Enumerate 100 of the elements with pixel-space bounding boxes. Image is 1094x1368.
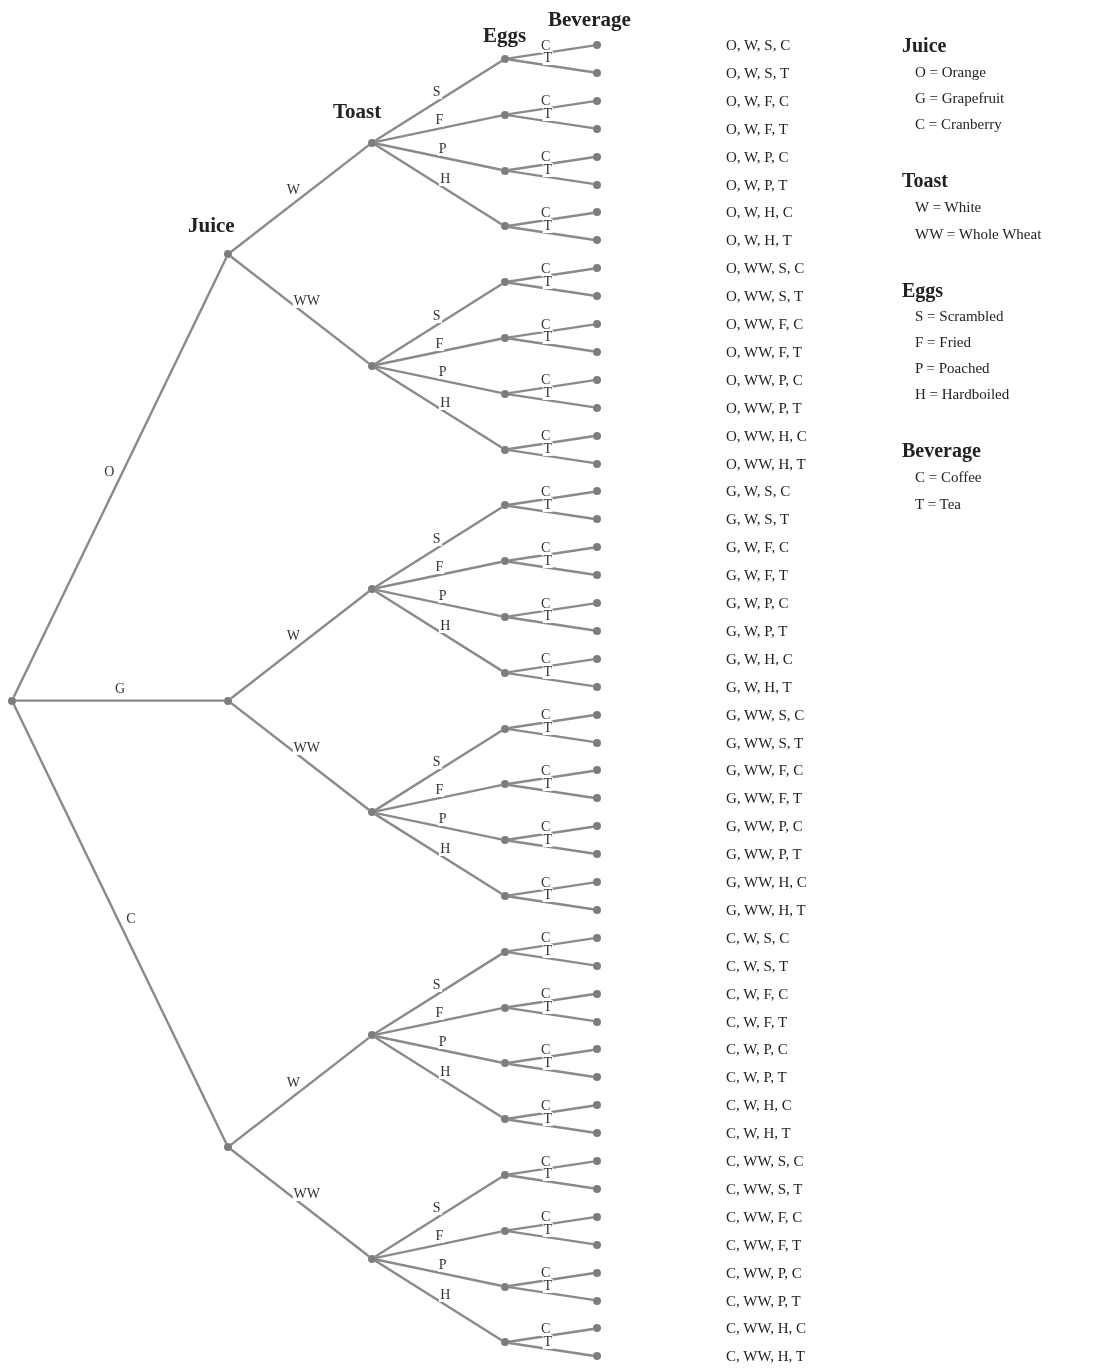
branch-line	[508, 672, 594, 688]
branch-line	[375, 784, 502, 813]
branch-line	[508, 169, 594, 186]
branch-line	[508, 1216, 594, 1232]
tree-node-dot	[501, 1059, 509, 1068]
branch-line	[508, 546, 594, 562]
tree-node-dot	[501, 1115, 509, 1124]
tree-node-dot	[593, 1073, 601, 1082]
edge-label: T	[542, 441, 554, 456]
edge-label: T	[542, 274, 554, 289]
edge-label: T	[542, 1278, 554, 1293]
branch-line	[374, 1036, 503, 1119]
branch-line	[508, 1285, 594, 1302]
edge-label: WW	[292, 1187, 321, 1202]
edge-label: T	[542, 51, 554, 66]
edge-label: T	[542, 944, 554, 959]
tree-node-dot	[593, 208, 601, 217]
tree-node-dot	[224, 250, 232, 259]
outcome-label: C, WW, S, T	[726, 1179, 803, 1198]
edge-label: P	[437, 1258, 448, 1273]
outcome-label: G, WW, F, C	[726, 761, 804, 780]
branch-line	[508, 881, 594, 897]
branch-line	[375, 560, 502, 590]
branch-line	[375, 365, 502, 395]
tree-node-dot	[593, 738, 601, 747]
legend-entry: C = Coffee	[915, 468, 982, 486]
tree-node-dot	[593, 68, 601, 77]
branch-line	[508, 281, 594, 297]
edge-label: S	[431, 308, 442, 323]
outcome-label: C, WW, F, T	[726, 1235, 802, 1254]
outcome-label: O, W, S, T	[726, 63, 790, 82]
edge-label: C	[540, 652, 552, 667]
tree-node-dot	[501, 166, 509, 175]
tree-node-dot	[368, 138, 376, 147]
tree-node-dot	[593, 599, 601, 607]
edge-label: W	[285, 1075, 301, 1090]
branch-line	[375, 588, 502, 618]
branch-line	[375, 337, 502, 367]
branch-line	[374, 813, 503, 895]
outcome-label: O, W, F, T	[726, 119, 788, 138]
tree-node-dot	[593, 236, 601, 245]
outcome-label: O, W, H, C	[726, 203, 793, 222]
branch-line	[374, 143, 503, 226]
branch-line	[375, 1007, 502, 1036]
edge-label: C	[540, 373, 552, 388]
branch-line	[508, 211, 594, 227]
tree-node-dot	[224, 696, 232, 705]
legend-heading: Toast	[902, 171, 948, 189]
tree-node-dot	[501, 1338, 509, 1347]
edge-label: WW	[292, 740, 321, 755]
outcome-label: C, W, P, T	[726, 1068, 787, 1087]
tree-node-dot	[501, 780, 509, 789]
legend-entry: W = White	[915, 198, 982, 216]
branch-line	[508, 937, 594, 953]
branch-line	[508, 1104, 594, 1120]
tree-node-dot	[368, 808, 376, 817]
edge-label: C	[540, 1043, 552, 1058]
branch-line	[508, 602, 594, 618]
outcome-label: O, WW, F, T	[726, 342, 803, 361]
branch-line	[508, 560, 594, 576]
edge-label: H	[439, 395, 452, 410]
branch-line	[508, 1230, 594, 1246]
outcome-label: O, W, P, C	[726, 147, 789, 166]
branch-line	[508, 993, 594, 1009]
tree-node-dot	[501, 333, 509, 342]
outcome-label: G, W, F, C	[726, 538, 789, 557]
tree-node-dot	[593, 1212, 601, 1221]
outcome-label: O, W, S, C	[726, 36, 791, 54]
outcome-label: G, WW, P, C	[726, 817, 803, 836]
outcome-label: G, WW, F, T	[726, 789, 803, 808]
edge-label: H	[439, 618, 452, 633]
tree-node-dot	[501, 222, 509, 231]
tree-node-dot	[501, 278, 509, 287]
edge-label: T	[542, 665, 554, 680]
edge-label: T	[542, 553, 554, 568]
edge-label: T	[542, 888, 554, 903]
outcome-label: O, WW, S, C	[726, 259, 805, 278]
branch-line	[508, 100, 594, 116]
edge-label: H	[439, 841, 452, 856]
tree-node-dot	[593, 1045, 601, 1054]
tree-node-dot	[593, 320, 601, 328]
outcome-label: G, W, P, T	[726, 621, 788, 640]
edge-label: P	[437, 1035, 448, 1050]
tree-node-dot	[501, 891, 509, 900]
edge-label: C	[540, 764, 552, 779]
edge-label: C	[540, 987, 552, 1002]
edge-label: F	[434, 113, 445, 128]
branch-line	[374, 1259, 503, 1342]
edge-label: C	[540, 819, 552, 834]
edge-label: T	[542, 497, 554, 512]
tree-node-dot	[593, 292, 601, 301]
tree-node-dot	[593, 459, 601, 468]
outcome-label: C, W, H, T	[726, 1124, 791, 1143]
edge-label: WW	[292, 294, 321, 309]
tree-node-dot	[593, 1184, 601, 1193]
tree-node-dot	[501, 1170, 509, 1179]
outcome-label: O, W, H, T	[726, 231, 792, 250]
outcome-label: G, WW, H, T	[726, 900, 806, 919]
branch-line	[230, 590, 370, 700]
branch-line	[508, 448, 594, 465]
